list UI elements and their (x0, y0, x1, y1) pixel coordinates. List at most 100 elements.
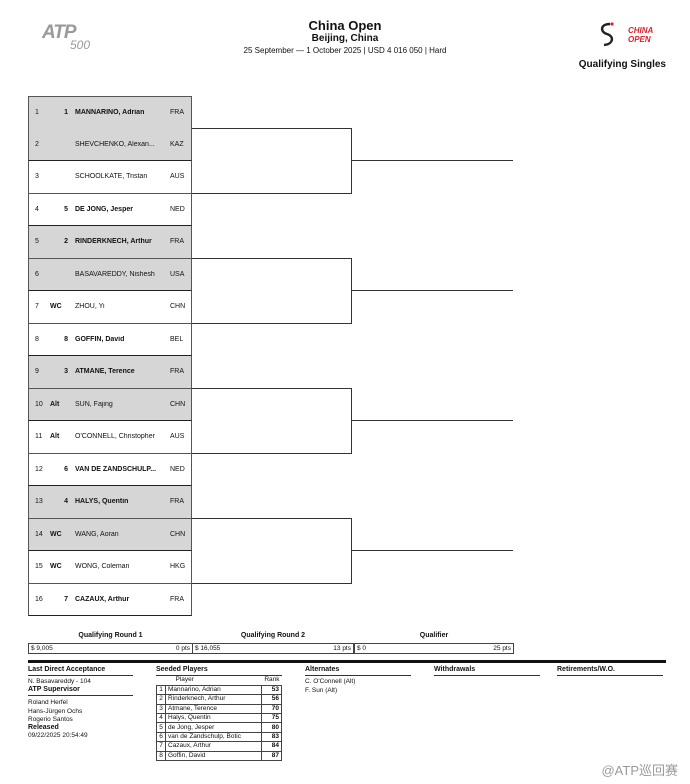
player-name: HALYS, Quentin (75, 498, 129, 505)
player-nationality: CHN (170, 530, 186, 538)
round-prize: $ 16,055 (195, 645, 221, 652)
entry-status: WC (50, 563, 62, 570)
seeded-player-name: Cazaux, Arthur (165, 741, 262, 752)
player-nationality: CHN (170, 303, 186, 310)
lda-value: N. Basavareddy - 104 (28, 678, 91, 685)
alternates-list: C. O'Connell (Alt) F. Sun (Alt) (305, 678, 355, 695)
entry-status: WC (50, 530, 62, 538)
seeded-player-name: Halys, Quentin (165, 713, 262, 724)
seeded-player-rank: 75 (261, 713, 282, 724)
round-label: Qualifying Round 1 (78, 632, 143, 639)
player-name: O'CONNELL, Christopher (75, 433, 155, 440)
seeded-col-rank: Rank (264, 676, 280, 684)
player-name: RINDERKNECH, Arthur (75, 238, 152, 245)
draw-position: 6 (35, 270, 39, 278)
seed-index: 5 (156, 722, 166, 733)
player-name: CAZAUX, Arthur (75, 595, 130, 603)
round-prize: $ 0 (357, 645, 367, 652)
entry-status: WC (50, 303, 62, 310)
released-title: Released (28, 724, 59, 731)
tournament-details: 25 September — 1 October 2025 | USD 4 01… (243, 46, 447, 55)
player-name: SCHOOLKATE, Tristan (75, 173, 148, 180)
tournament-location: Beijing, China (311, 33, 379, 44)
bracket-connector (192, 518, 352, 584)
draw-position: 16 (35, 595, 43, 603)
seed-index: 4 (156, 713, 166, 724)
round-points: 25 pts (493, 645, 511, 652)
bracket-connector (192, 128, 352, 194)
supervisor-underline (28, 695, 133, 696)
player-nationality: NED (170, 205, 185, 213)
qualifier-line (352, 420, 513, 421)
round-prize-box: $ 0 25 pts (354, 644, 514, 654)
draw-position: 13 (35, 498, 43, 505)
player-name: GOFFIN, David (75, 335, 125, 343)
alternate-name: C. O'Connell (Alt) (305, 678, 356, 685)
lda-underline (28, 675, 133, 676)
tournament-title: China Open (308, 18, 382, 33)
player-nationality: FRA (170, 595, 184, 603)
seed-number: 3 (64, 368, 68, 375)
alternate-name: F. Sun (Alt) (305, 686, 338, 694)
retirements-title: Retirements/W.O. (557, 666, 615, 673)
svg-text:OPEN: OPEN (628, 35, 651, 44)
player-nationality: HKG (170, 563, 186, 570)
seed-number: 1 (64, 109, 68, 116)
seeded-col-player: Player (175, 676, 194, 684)
player-nationality: USA (170, 270, 185, 278)
retirements-underline (557, 675, 663, 676)
draw-position: 11 (35, 433, 43, 440)
player-name: BASAVAREDDY, Nishesh (75, 270, 155, 278)
player-nationality: CHN (170, 400, 186, 408)
player-name: WONG, Coleman (75, 563, 130, 570)
seed-index: 7 (156, 741, 166, 752)
seeded-player-rank: 83 (261, 731, 282, 743)
seeded-player-name: Atmane, Terence (165, 703, 262, 715)
player-name: VAN DE ZANDSCHULP... (75, 465, 157, 473)
player-nationality: AUS (170, 173, 185, 180)
officials-list: Roland Herfel Hans-Jürgen Ochs Rogerio S… (28, 699, 82, 725)
seed-number: 8 (64, 335, 68, 343)
seeded-underline (156, 675, 282, 676)
player-nationality: NED (170, 465, 185, 473)
seeded-player-rank: 56 (261, 694, 282, 705)
draw-row: 6 BASAVAREDDY, Nishesh USA (28, 258, 192, 291)
released-value: 09/22/2025 20:54:49 (28, 732, 88, 739)
draw-position: 9 (35, 368, 39, 375)
atp-500-logo: ATP 500 (42, 22, 102, 54)
seed-index: 6 (156, 731, 166, 743)
round-header-line (28, 643, 514, 644)
lda-title: Last Direct Acceptance (28, 666, 106, 673)
player-nationality: FRA (170, 368, 184, 375)
official-name: Roland Herfel (28, 699, 68, 706)
seeded-player-name: van de Zandschulp, Botic (165, 731, 262, 743)
seed-index: 2 (156, 694, 166, 705)
entry-status: Alt (50, 400, 60, 408)
draw-position: 1 (35, 109, 39, 116)
round-prize-box: $ 9,005 0 pts (28, 644, 193, 654)
seed-number: 2 (64, 238, 68, 245)
china-open-logo: CHINA OPEN (598, 20, 660, 54)
seed-number: 5 (64, 205, 68, 213)
alternates-title: Alternates (305, 666, 340, 673)
footer-divider (28, 660, 666, 663)
seeded-player-rank: 84 (261, 741, 282, 752)
draw-position: 2 (35, 140, 39, 148)
qualifier-line (352, 290, 513, 291)
draw-position: 14 (35, 530, 43, 538)
